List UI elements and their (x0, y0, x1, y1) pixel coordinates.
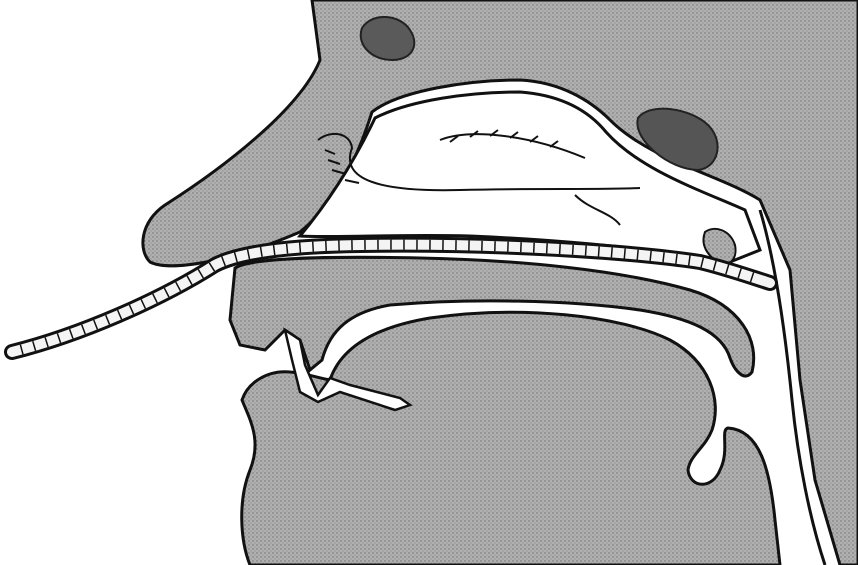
tube-rib (560, 244, 561, 254)
tube-rib (547, 243, 548, 253)
tube-rib (313, 242, 314, 252)
tube-rib (637, 250, 638, 260)
tube-rib (598, 247, 599, 257)
tube-rib (624, 249, 625, 259)
tube-rib (300, 243, 301, 253)
tube-rib (287, 244, 288, 254)
tube-rib (586, 246, 587, 256)
tube-rib (611, 248, 612, 258)
tube-rib (650, 251, 651, 261)
tube-rib (573, 245, 574, 255)
